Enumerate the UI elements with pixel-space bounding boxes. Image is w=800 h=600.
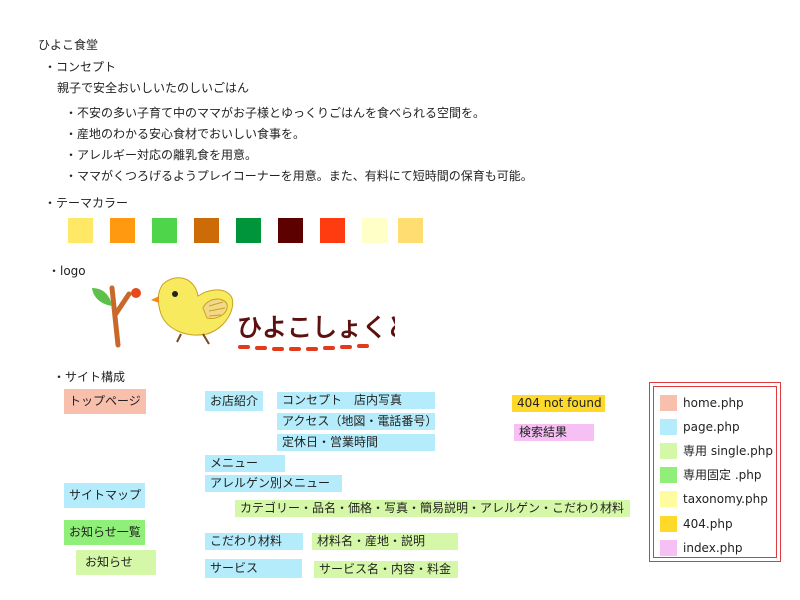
- concept-bullet-1: ・不安の多い子育て中のママがお子様とゆっくりごはんを食べられる空間を。: [65, 106, 486, 120]
- concept-heading: ・コンセプト: [44, 60, 117, 74]
- concept-subtitle: 親子で安全おいしいたのしいごはん: [57, 81, 250, 95]
- legend-swatch: [660, 419, 677, 435]
- chick-beak-icon: [151, 296, 159, 303]
- theme-swatch: [194, 218, 219, 243]
- theme-swatch: [278, 218, 303, 243]
- legend-swatch: [660, 491, 677, 507]
- legend-swatch: [660, 540, 677, 556]
- node-hours: 定休日・営業時間: [277, 434, 435, 451]
- legend-label: 専用固定 .php: [683, 468, 762, 482]
- node-news: お知らせ: [76, 550, 156, 575]
- chick-eye-icon: [172, 291, 178, 297]
- legend-swatch: [660, 443, 677, 459]
- leaf-icon: [92, 288, 112, 306]
- concept-bullet-3: ・アレルギー対応の離乳食を用意。: [65, 148, 258, 162]
- node-allergen-menu: アレルゲン別メニュー: [205, 475, 342, 492]
- legend-swatch: [660, 467, 677, 483]
- node-search-results: 検索結果: [514, 424, 594, 441]
- legend-label: taxonomy.php: [683, 492, 768, 506]
- theme-swatch: [152, 218, 177, 243]
- node-ingredients-detail: 材料名・産地・説明: [312, 533, 458, 550]
- legend-label: 専用 single.php: [683, 444, 773, 458]
- node-service: サービス: [205, 559, 302, 578]
- legend-label: index.php: [683, 541, 743, 555]
- node-news-list: お知らせ一覧: [64, 520, 145, 545]
- node-category: カテゴリー・品名・価格・写真・簡易説明・アレルゲン・こだわり材料: [235, 500, 630, 517]
- theme-swatch: [398, 218, 423, 243]
- branch-icon: [109, 285, 132, 348]
- legend-swatch: [660, 516, 677, 532]
- theme-swatch: [236, 218, 261, 243]
- legend-frame: home.php page.php 専用 single.php 専用固定 .ph…: [653, 386, 777, 558]
- page-title: ひよこ食堂: [38, 38, 99, 52]
- node-access: アクセス（地図・電話番号）: [277, 413, 437, 430]
- concept-bullet-4: ・ママがくつろげるようプレイコーナーを用意。また、有料にて短時間の保育も可能。: [65, 169, 533, 183]
- concept-bullet-2: ・産地のわかる安心食材でおいしい食事を。: [65, 127, 306, 141]
- template-legend: home.php page.php 専用 single.php 専用固定 .ph…: [649, 382, 781, 562]
- theme-swatch: [362, 218, 387, 243]
- legend-label: page.php: [683, 420, 740, 434]
- node-ingredients: こだわり材料: [205, 533, 303, 550]
- berry-icon: [131, 288, 141, 298]
- node-concept-photo: コンセプト 店内写真: [277, 392, 435, 409]
- legend-swatch: [660, 395, 677, 411]
- legend-label: home.php: [683, 396, 744, 410]
- logo-dashes: [238, 344, 369, 351]
- structure-heading: ・サイト構成: [53, 370, 126, 384]
- node-404: 404 not found: [512, 395, 605, 412]
- node-service-detail: サービス名・内容・料金: [314, 561, 458, 578]
- theme-swatch: [68, 218, 93, 243]
- theme-swatch: [110, 218, 135, 243]
- node-menu: メニュー: [205, 455, 285, 472]
- legend-label: 404.php: [683, 517, 733, 531]
- node-top-page: トップページ: [64, 389, 146, 414]
- node-shop: お店紹介: [205, 391, 264, 411]
- logo-text: ひよこしょくどう: [237, 313, 395, 342]
- chick-wing-icon: [202, 298, 228, 319]
- theme-heading: ・テーマカラー: [44, 196, 129, 210]
- logo-image: ひよこしょくどう: [92, 277, 395, 351]
- logo-heading: ・logo: [48, 264, 86, 278]
- theme-swatch: [320, 218, 345, 243]
- node-sitemap: サイトマップ: [64, 483, 145, 508]
